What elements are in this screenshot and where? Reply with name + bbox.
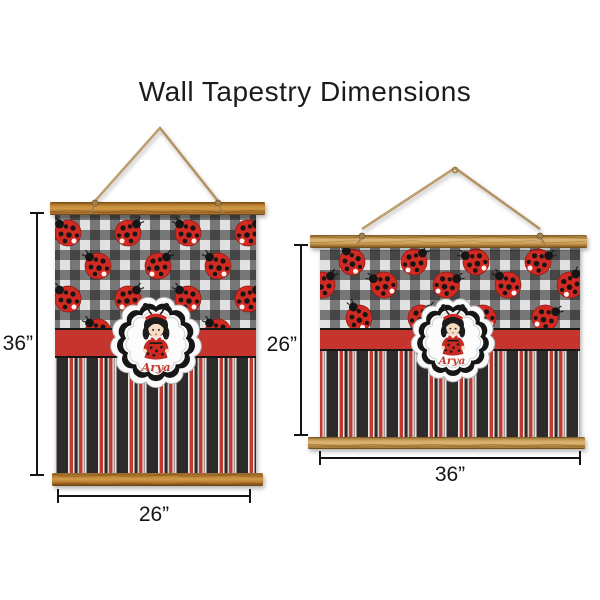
height-dimension-portrait: 36”: [3, 212, 44, 476]
width-dimension-portrait: 26”: [57, 489, 251, 526]
width-dimension-label: 36”: [435, 463, 465, 486]
wall-tapestry-landscape: Arya: [308, 166, 587, 449]
height-dimension-label: 26”: [267, 333, 297, 356]
personalization-name: Arya: [140, 360, 170, 374]
top-dowel: [310, 235, 587, 248]
width-dimension-label: 26”: [139, 503, 169, 526]
rope-knots: [89, 199, 224, 215]
ladybug-icon: [25, 250, 54, 279]
bottom-dowel: [52, 473, 263, 486]
height-dimension-landscape: 26”: [267, 244, 308, 436]
width-dimension-landscape: 36”: [319, 451, 581, 486]
height-dimension-label: 36”: [3, 332, 33, 355]
bottom-dowel: [308, 437, 585, 449]
wall-tapestry-portrait: Arya: [25, 126, 265, 486]
page-title: Wall Tapestry Dimensions: [138, 76, 472, 107]
rope-hanger: [94, 126, 219, 202]
fabric-panel: [25, 215, 256, 477]
personalization-name: Arya: [438, 355, 466, 367]
top-dowel: [50, 202, 265, 215]
rope-knots: [355, 232, 547, 247]
rope-hanger: [361, 166, 541, 231]
